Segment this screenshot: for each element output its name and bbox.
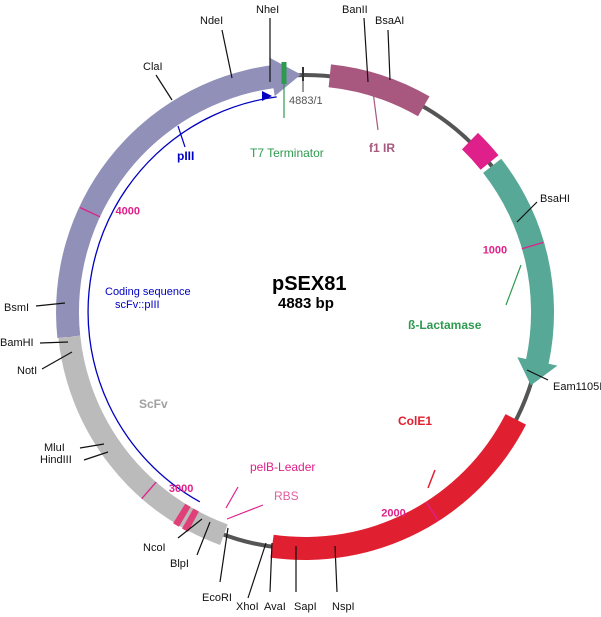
tick-label-4000: 4000: [116, 206, 140, 218]
site-line-clai: [155, 74, 173, 101]
coding-sequence-arc: [87, 96, 277, 503]
site-label-nhei[interactable]: NheI: [256, 4, 279, 16]
site-label-bsahi[interactable]: BsaHI: [540, 193, 570, 205]
plasmid-name: pSEX81: [272, 273, 346, 295]
site-label-clai[interactable]: ClaI: [143, 61, 163, 73]
site-line-blpi: [196, 521, 211, 556]
site-line-mlui: [79, 443, 105, 449]
coding-sequence-label: Coding sequence: [105, 286, 191, 298]
site-line-eam1105i: [526, 369, 549, 381]
site-line-ncoi: [177, 518, 203, 539]
promoter-block: [462, 132, 499, 170]
beta-lactamase-label: ß-Lactamase: [408, 318, 482, 332]
site-label-ndei[interactable]: NdeI: [200, 15, 223, 27]
site-line-bsaai: [387, 29, 391, 81]
piii-label: pIII: [177, 149, 194, 163]
plasmid-size: 4883 bp: [278, 295, 334, 312]
site-label-hindiii[interactable]: HindIII: [40, 454, 72, 466]
f1-ir-feature-arc: [328, 64, 430, 117]
rbs-marker-band: [182, 508, 199, 532]
pelb-leader-line: [225, 486, 239, 509]
site-line-bsahi: [516, 201, 538, 223]
site-label-bsaai[interactable]: BsaAI: [375, 15, 404, 27]
site-label-xhoi[interactable]: XhoI: [236, 601, 259, 613]
scfv-label: ScFv: [139, 397, 168, 411]
tick-2000: [426, 502, 439, 522]
tick-1000: [521, 241, 544, 250]
site-label-avai[interactable]: AvaI: [264, 601, 286, 613]
f1-ir-leader: [371, 83, 379, 131]
site-label-mlui[interactable]: MluI: [44, 442, 65, 454]
cole1-feature-arc: [270, 414, 526, 561]
site-line-noti: [41, 351, 73, 370]
t7-terminator-label: T7 Terminator: [250, 146, 324, 160]
beta-lactamase-feature-arc: [483, 158, 558, 386]
site-label-blpi[interactable]: BlpI: [170, 558, 189, 570]
coding-sequence-construct: scFv::pIII: [115, 299, 160, 311]
cole1-leader: [427, 469, 436, 489]
site-label-noti[interactable]: NotI: [17, 365, 37, 377]
site-line-bamhi: [39, 341, 69, 344]
site-line-nspi: [334, 545, 338, 593]
site-label-ncoi[interactable]: NcoI: [143, 542, 166, 554]
pelb-leader-label: pelB-Leader: [250, 460, 315, 474]
piii-feature-arc: [56, 57, 301, 338]
pelb-marker-band: [173, 503, 191, 527]
origin-label: 4883/1: [289, 95, 323, 107]
cole1-label: ColE1: [398, 414, 432, 428]
tick-3000: [141, 481, 157, 500]
restriction-site-lines: [35, 17, 549, 599]
tick-label-1000: 1000: [483, 244, 507, 256]
rbs-leader-line: [226, 504, 264, 520]
site-label-bamhi[interactable]: BamHI: [0, 337, 34, 349]
scfv-feature-arc: [58, 335, 228, 546]
f1-ir-label: f1 IR: [369, 141, 395, 155]
site-label-bsmi[interactable]: BsmI: [4, 302, 29, 314]
site-label-ecori[interactable]: EcoRI: [202, 592, 232, 604]
site-line-bsmi: [35, 302, 66, 307]
site-label-nspi[interactable]: NspI: [332, 601, 355, 613]
site-line-ecori: [219, 527, 229, 583]
site-label-sapi[interactable]: SapI: [294, 601, 317, 613]
piii-leader: [177, 125, 186, 148]
tick-label-3000: 3000: [169, 483, 193, 495]
site-line-ndei: [221, 29, 233, 79]
site-label-eam1105i[interactable]: Eam1105I: [553, 381, 601, 393]
site-line-hindiii: [83, 451, 109, 461]
beta-lactamase-leader: [505, 264, 522, 306]
rbs-label: RBS: [274, 489, 299, 503]
site-line-xhoi: [247, 542, 267, 599]
tick-4000: [79, 207, 101, 218]
site-label-banii[interactable]: BanII: [342, 4, 368, 16]
site-line-avai: [269, 542, 273, 593]
coordinate-ticks: 1000 2000 3000 4000: [79, 206, 544, 522]
site-line-banii: [363, 17, 369, 83]
tick-label-2000: 2000: [381, 508, 405, 520]
coding-sequence-arrowhead: [262, 91, 272, 101]
